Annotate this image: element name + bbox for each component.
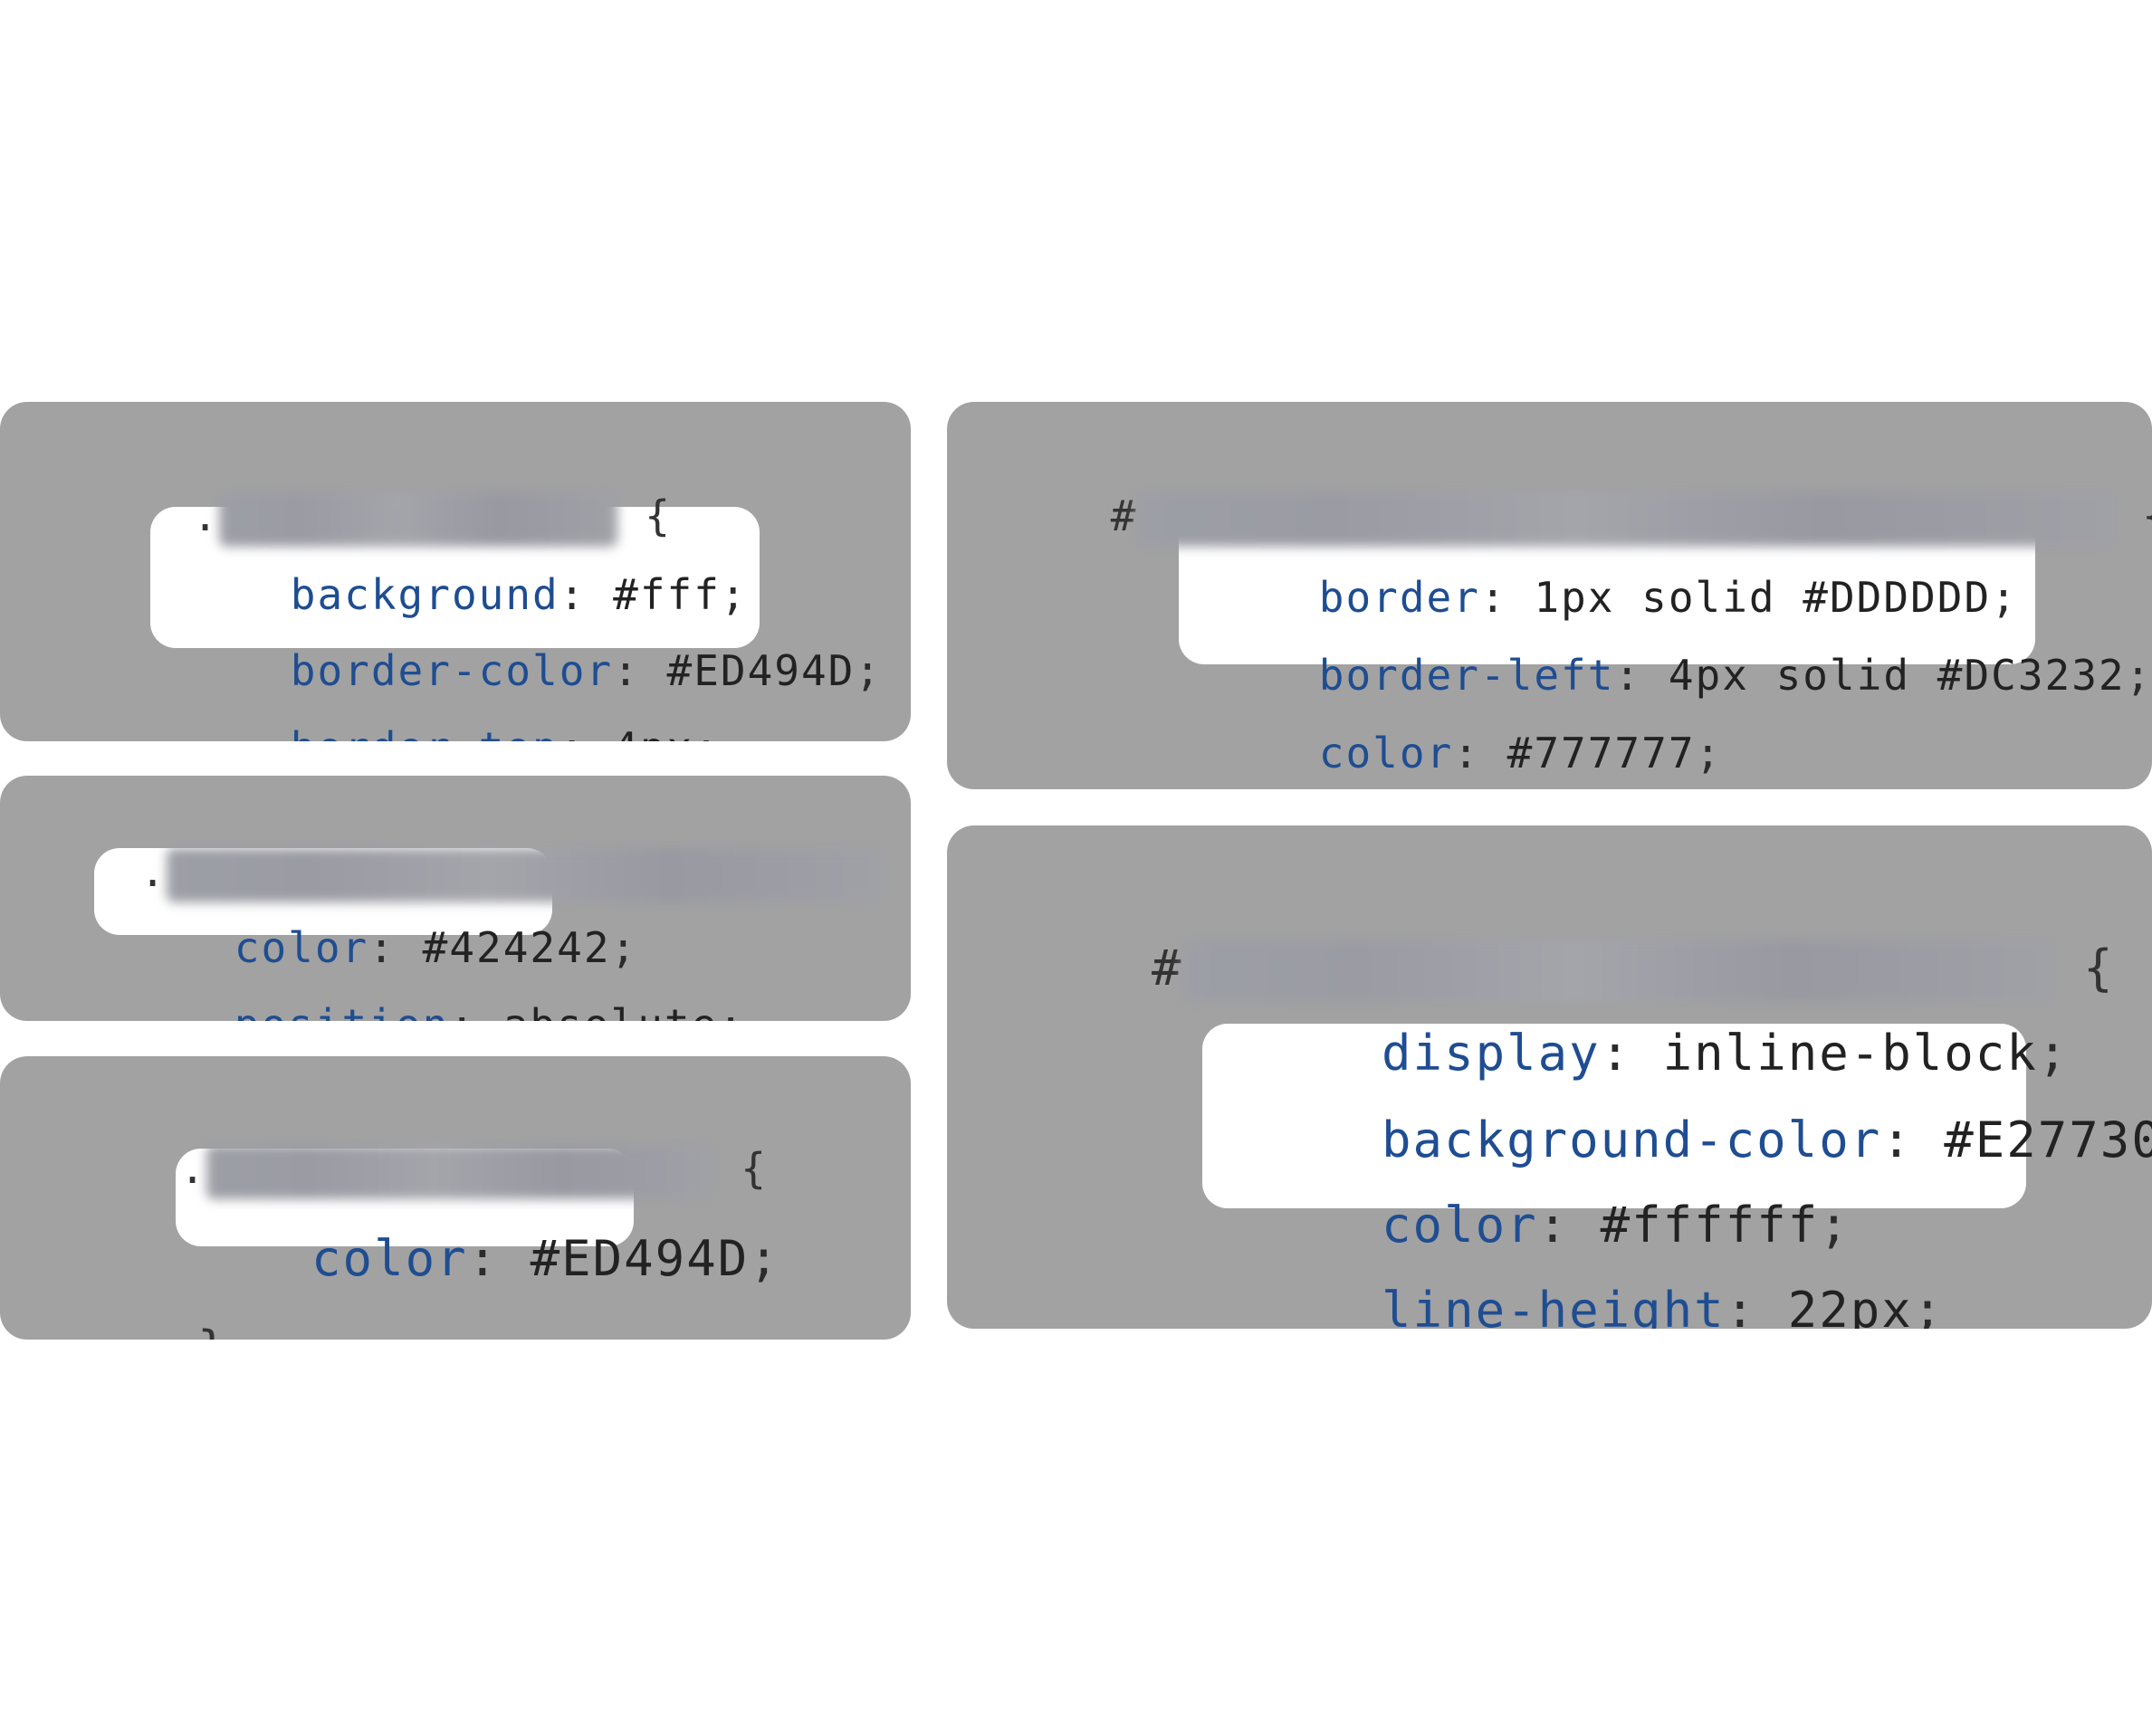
selector-prefix: # <box>1110 491 1138 540</box>
selector-line: . { <box>72 1087 768 1254</box>
property-name: background-color <box>1382 1111 1882 1168</box>
declaration-line: border: 1px solid #DDDDDD; <box>1318 573 2018 622</box>
property-name: color <box>1382 1197 1538 1254</box>
property-name: color <box>311 1230 468 1287</box>
property-name: display <box>1382 1025 1601 1082</box>
declaration-line: border-color: #ED494D; <box>290 646 883 695</box>
property-value: absolute <box>503 1000 719 1021</box>
property-name: border <box>1318 573 1480 622</box>
property-value: inline-block <box>1662 1025 2038 1082</box>
property-value: #fff <box>613 570 721 619</box>
css-rule-panel-error-message: # { border: 1px solid #DDDDDD; border-le… <box>947 402 2152 789</box>
property-name: color <box>234 923 369 972</box>
property-name: color <box>1318 729 1454 777</box>
declaration-line: background: #fff; <box>290 570 748 619</box>
blurred-selector <box>167 847 883 902</box>
open-brace: { <box>909 847 911 896</box>
css-rule-panel-notice: . { background: #fff; border-color: #ED4… <box>0 402 911 741</box>
property-value: #E27730 <box>1944 1111 2152 1168</box>
selector-prefix: . <box>139 847 167 896</box>
declaration-line: position: absolute; <box>127 943 745 1021</box>
selector-line: # { <box>1027 876 2115 1064</box>
open-brace: { <box>2142 491 2152 540</box>
property-name: border-color <box>290 646 614 695</box>
property-value: 1px solid #DDDDDD <box>1534 573 1992 622</box>
blurred-selector <box>1182 940 2052 1003</box>
blurred-selector <box>219 491 618 547</box>
property-value: 4px solid #DC3232 <box>1668 651 2126 700</box>
selector-prefix: # <box>1152 940 1183 997</box>
close-brace-line: } <box>72 1257 229 1340</box>
property-value: #ED494D <box>666 646 856 695</box>
css-rule-panel-link: . { color: #ED494D; } <box>0 1056 911 1340</box>
selector-line: . { <box>33 790 911 957</box>
declaration-line: font-size: 14px; <box>1211 749 1749 789</box>
property-value: 22px <box>1787 1282 1913 1329</box>
property-value: #ED494D <box>530 1230 750 1287</box>
declaration-line: color: #ED494D; <box>311 1230 780 1287</box>
property-name: background <box>290 570 560 619</box>
declaration-line: line-height: 22px; <box>1257 1218 1944 1329</box>
declaration-line: display: inline-block; <box>1382 1025 2070 1082</box>
property-value: #777777 <box>1506 729 1696 777</box>
declaration-line: border-left: 4px solid #DC3232; <box>1318 651 2152 700</box>
close-brace: } <box>197 1321 229 1340</box>
declaration-line: color: #777777; <box>1318 729 1723 777</box>
open-brace: { <box>741 1144 768 1193</box>
open-brace: { <box>645 491 672 540</box>
property-value: #424242 <box>422 923 611 972</box>
selector-prefix: . <box>192 491 220 540</box>
property-name: border-top <box>291 723 560 741</box>
highlight-box <box>1202 1024 2026 1208</box>
css-rule-panel-button: # { display: inline-block; background-co… <box>947 825 2152 1329</box>
selector-line: # { <box>1003 434 2152 601</box>
property-value: 4px <box>613 723 693 741</box>
property-name: border-left <box>1318 651 1615 700</box>
property-value: #ffffff <box>1600 1197 1820 1254</box>
css-rule-panel-dismiss: . { color: #424242; position: absolute; <box>0 776 911 1021</box>
declaration-line: color: #424242; <box>234 923 638 972</box>
declaration-line: background-color: #E27730; <box>1257 1048 2152 1233</box>
property-name: line-height <box>1382 1282 1726 1329</box>
blurred-selector <box>206 1144 714 1199</box>
blurred-selector <box>1137 491 2116 547</box>
declaration-line: border-top: 4px; <box>183 666 721 741</box>
selector-line: . { <box>85 434 672 601</box>
property-name: position <box>234 1000 450 1021</box>
selector-prefix: . <box>179 1144 207 1193</box>
declaration-line: color: #ffffff; <box>1382 1197 1851 1254</box>
open-brace: { <box>2083 940 2115 997</box>
